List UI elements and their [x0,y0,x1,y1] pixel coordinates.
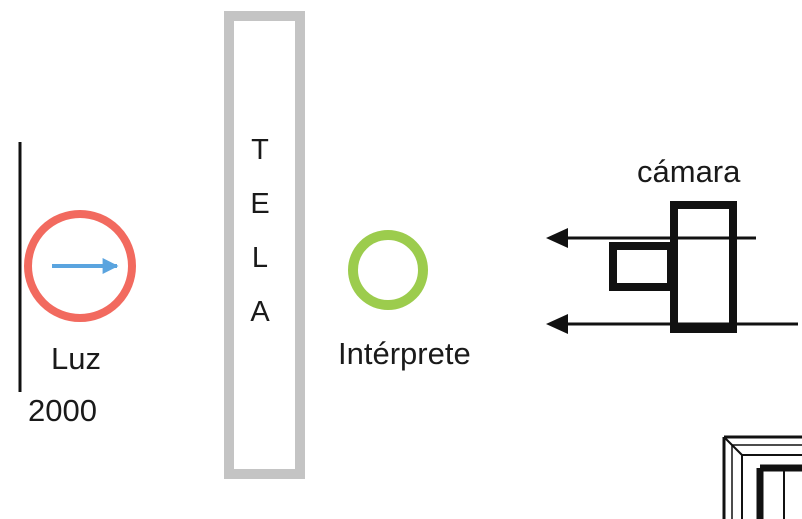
tela-letter-e: E [250,188,270,220]
tela-screen [224,11,305,479]
interprete-circle [348,230,428,310]
tela-letter-a: A [250,296,270,328]
camera-arrow-bottom-head [546,314,568,334]
camera-body [670,201,737,333]
tela-letter-l: L [251,242,269,274]
luz-label: Luz [51,341,101,376]
interprete-label: Intérprete [338,336,471,371]
wireframe-box [722,435,802,519]
camera-arrow-top-head [546,228,568,248]
tela-letter-t: T [251,134,269,166]
luz-number-label: 2000 [28,393,97,428]
camara-label: cámara [637,154,741,189]
camera-lens [609,242,675,291]
light-circle [24,210,136,322]
